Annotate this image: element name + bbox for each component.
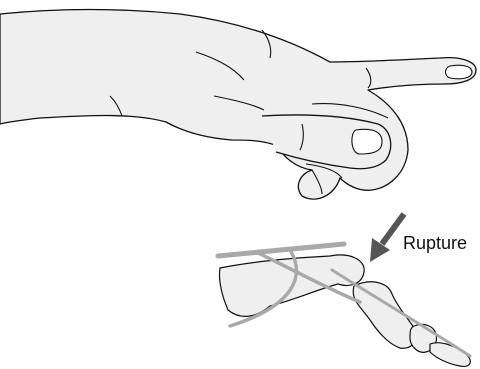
hand-outline	[0, 10, 476, 200]
extensor-tendon-upper	[218, 244, 344, 256]
index-fingernail	[446, 65, 473, 79]
thumbnail	[352, 129, 382, 154]
distal-phalanx	[430, 343, 470, 367]
arrow-down-left-icon	[370, 214, 404, 262]
bone-tendon-diagram: Rupture	[218, 214, 470, 366]
rupture-label: Rupture	[403, 233, 467, 253]
hand-illustration	[0, 10, 476, 200]
